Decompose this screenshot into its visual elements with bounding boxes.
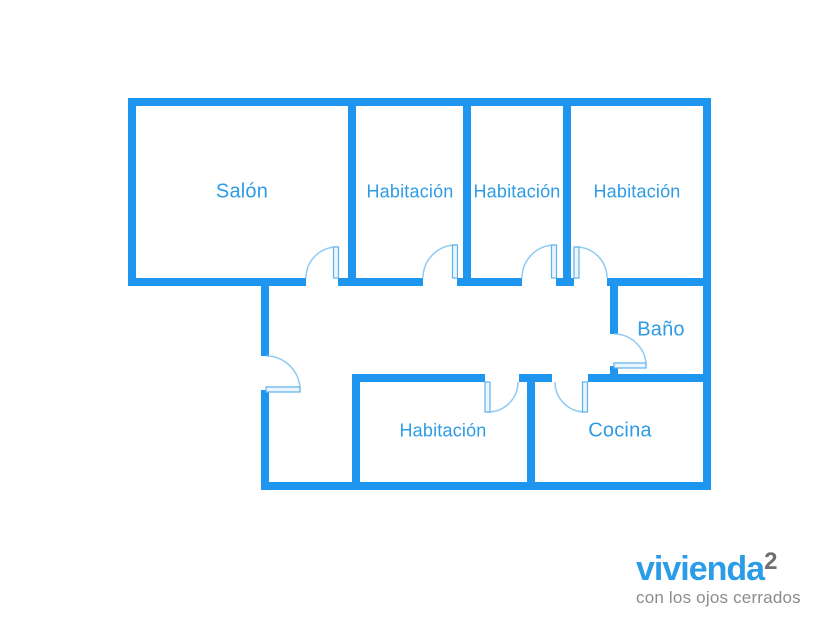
wall-habitacion4-cocina [527,374,535,490]
door-salon [305,246,340,279]
wall-hallway-seg [457,278,522,286]
wall-hallway-seg [338,278,423,286]
room-label-habitacion-1: Habitación [366,181,454,202]
wall-bottomrooms-seg [352,374,485,382]
door-cocina [554,381,589,413]
wall-habitacion1-habitacion2 [463,106,471,278]
room-label-cocina: Cocina [588,419,652,442]
room-label-habitacion-2: Habitación [473,181,561,202]
wall-bottomrooms-seg [519,374,552,382]
wall-left-upper [128,98,136,286]
wall-hallway-seg [556,278,574,286]
wall-left-lower-seg [261,390,269,490]
wall-bottomrooms-seg [588,374,711,382]
brand-logo: vivienda2 con los ojos cerrados [636,548,801,607]
doors [265,244,647,413]
door-habitacion-2 [521,244,558,279]
wall-salon-habitacion1 [348,106,356,278]
brand-logo-superscript: 2 [764,548,778,575]
room-label-salon: Salón [215,180,269,203]
door-bano [613,333,647,369]
room-label-habitacion-4: Habitación [399,420,487,441]
walls [128,98,711,490]
wall-bano-left-seg [610,286,618,334]
brand-tagline: con los ojos cerrados [636,588,801,607]
wall-bottom [261,482,711,490]
wall-left-lower-seg [261,286,269,356]
wall-top [128,98,711,106]
room-label-habitacion-3: Habitación [593,181,681,202]
door-habitacion-3 [573,246,608,279]
wall-hallway-seg [128,278,306,286]
brand-logo-text: vivienda [636,550,765,588]
wall-bano-left-seg [610,366,618,382]
wall-habitacion2-habitacion3 [563,106,571,278]
door-entrance [265,355,301,393]
wall-habitacion4-left [352,374,360,490]
room-label-bano: Baño [637,318,685,341]
wall-right [703,98,711,490]
door-habitacion-4 [484,381,519,413]
wall-hallway-seg [607,278,711,286]
door-habitacion-1 [422,244,459,279]
